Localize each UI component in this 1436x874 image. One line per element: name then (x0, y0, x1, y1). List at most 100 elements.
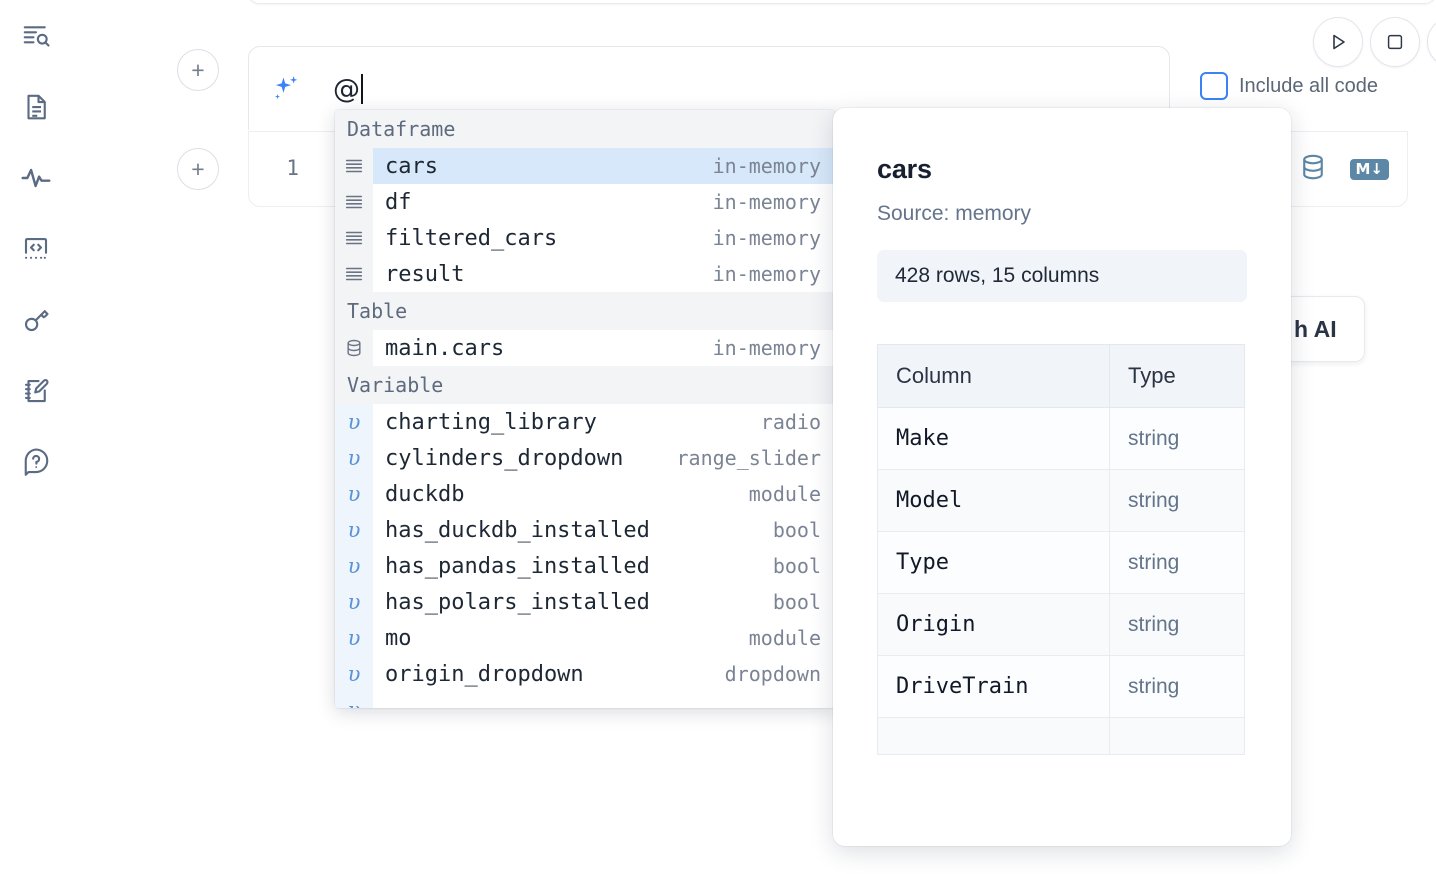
autocomplete-item-meta: in-memory (712, 226, 821, 250)
explore-outline-icon[interactable] (14, 14, 58, 58)
sparkle-icon (269, 73, 303, 107)
code-snippet-icon[interactable] (14, 227, 58, 271)
scratchpad-edit-icon[interactable] (14, 369, 58, 413)
autocomplete-item[interactable]: filtered_cars in-memory (335, 220, 835, 256)
autocomplete-item-name: origin_dropdown (385, 661, 584, 687)
add-cell-button-top[interactable]: + (177, 49, 219, 91)
autocomplete-item-meta: bool (772, 518, 821, 542)
autocomplete-item[interactable]: df in-memory (335, 184, 835, 220)
table-row (877, 717, 1245, 755)
detail-stats: 428 rows, 15 columns (877, 250, 1247, 302)
variable-icon: υ (335, 404, 373, 440)
autocomplete-item-meta: module (748, 626, 821, 650)
previous-cell-edge (248, 0, 1436, 4)
autocomplete-item-name: result (385, 261, 465, 287)
autocomplete-item-name: df (385, 189, 412, 215)
autocomplete-item-meta: in-memory (712, 154, 821, 178)
column-type: string (1128, 612, 1180, 636)
autocomplete-item[interactable]: υ (335, 692, 835, 708)
table-row: DriveTrain string (877, 655, 1245, 718)
autocomplete-item-name: filtered_cars (385, 225, 558, 251)
detail-title: cars (877, 154, 932, 184)
left-icon-rail (0, 0, 72, 874)
dataframe-detail-panel: cars Source: memory 428 rows, 15 columns… (833, 108, 1291, 846)
include-all-code-checkbox[interactable] (1200, 72, 1228, 100)
detail-source: Source: memory (877, 202, 1032, 225)
autocomplete-item-meta: dropdown (724, 662, 821, 686)
include-all-code-label: Include all code (1239, 74, 1378, 97)
add-cell-button-bottom[interactable]: + (177, 148, 219, 190)
table-header-row: Column Type (877, 344, 1245, 408)
autocomplete-item-meta: bool (772, 590, 821, 614)
autocomplete-item[interactable]: main.cars in-memory (335, 330, 835, 366)
autocomplete-section-header: Dataframe (335, 110, 835, 148)
variable-icon: υ (335, 692, 373, 708)
column-name: Type (896, 550, 949, 575)
run-button[interactable] (1313, 17, 1363, 67)
column-type: string (1128, 674, 1180, 698)
column-header-name: Column (877, 344, 1110, 408)
database-icon[interactable] (1298, 152, 1328, 187)
cell-toolbar: M↓ (1298, 152, 1389, 187)
key-secrets-icon[interactable] (14, 298, 58, 342)
dataframe-rows-icon (335, 256, 373, 292)
autocomplete-item-meta: bool (772, 554, 821, 578)
dataframe-rows-icon (335, 148, 373, 184)
ai-prompt-value: @ (333, 73, 360, 105)
ai-hint-label: h AI (1294, 315, 1337, 342)
autocomplete-item-meta: in-memory (712, 190, 821, 214)
autocomplete-item-name: main.cars (385, 335, 505, 361)
table-row: Model string (877, 469, 1245, 532)
autocomplete-item-name: has_pandas_installed (385, 553, 650, 579)
line-number: 1 (286, 156, 299, 180)
variable-icon: υ (335, 548, 373, 584)
overflow-button[interactable] (1427, 17, 1436, 67)
autocomplete-item[interactable]: υ origin_dropdown dropdown (335, 656, 835, 692)
column-header-type: Type (1109, 344, 1245, 408)
stop-button[interactable] (1370, 17, 1420, 67)
dataframe-rows-icon (335, 220, 373, 256)
text-cursor (361, 74, 363, 104)
help-question-icon[interactable] (14, 440, 58, 484)
variable-icon: υ (335, 440, 373, 476)
autocomplete-item-meta: range_slider (676, 446, 822, 470)
file-document-icon[interactable] (14, 85, 58, 129)
autocomplete-item[interactable]: υ has_pandas_installed bool (335, 548, 835, 584)
include-all-code-row: Include all code (1200, 72, 1378, 100)
dataframe-rows-icon (335, 184, 373, 220)
variable-icon: υ (335, 620, 373, 656)
autocomplete-item-name: duckdb (385, 481, 465, 507)
ai-prompt-input[interactable]: @ (333, 69, 1133, 109)
autocomplete-item-meta: radio (760, 410, 821, 434)
column-name: DriveTrain (896, 674, 1029, 699)
add-cell-label-bottom: + (191, 155, 205, 182)
activity-pulse-icon[interactable] (14, 156, 58, 200)
autocomplete-item-name: cylinders_dropdown (385, 445, 624, 471)
column-name: Model (896, 488, 963, 513)
autocomplete-section-header: Table (335, 292, 835, 330)
variable-icon: υ (335, 656, 373, 692)
variable-icon: υ (335, 476, 373, 512)
autocomplete-item[interactable]: υ cylinders_dropdown range_slider (335, 440, 835, 476)
database-icon (335, 330, 373, 366)
column-type: string (1128, 488, 1180, 512)
autocomplete-section-header: Variable (335, 366, 835, 404)
ai-hint-chip[interactable]: h AI (1283, 296, 1365, 362)
column-type: string (1128, 426, 1180, 450)
markdown-badge[interactable]: M↓ (1349, 159, 1389, 180)
autocomplete-item-name: has_polars_installed (385, 589, 650, 615)
autocomplete-item-meta: module (748, 482, 821, 506)
autocomplete-item-meta: in-memory (712, 336, 821, 360)
